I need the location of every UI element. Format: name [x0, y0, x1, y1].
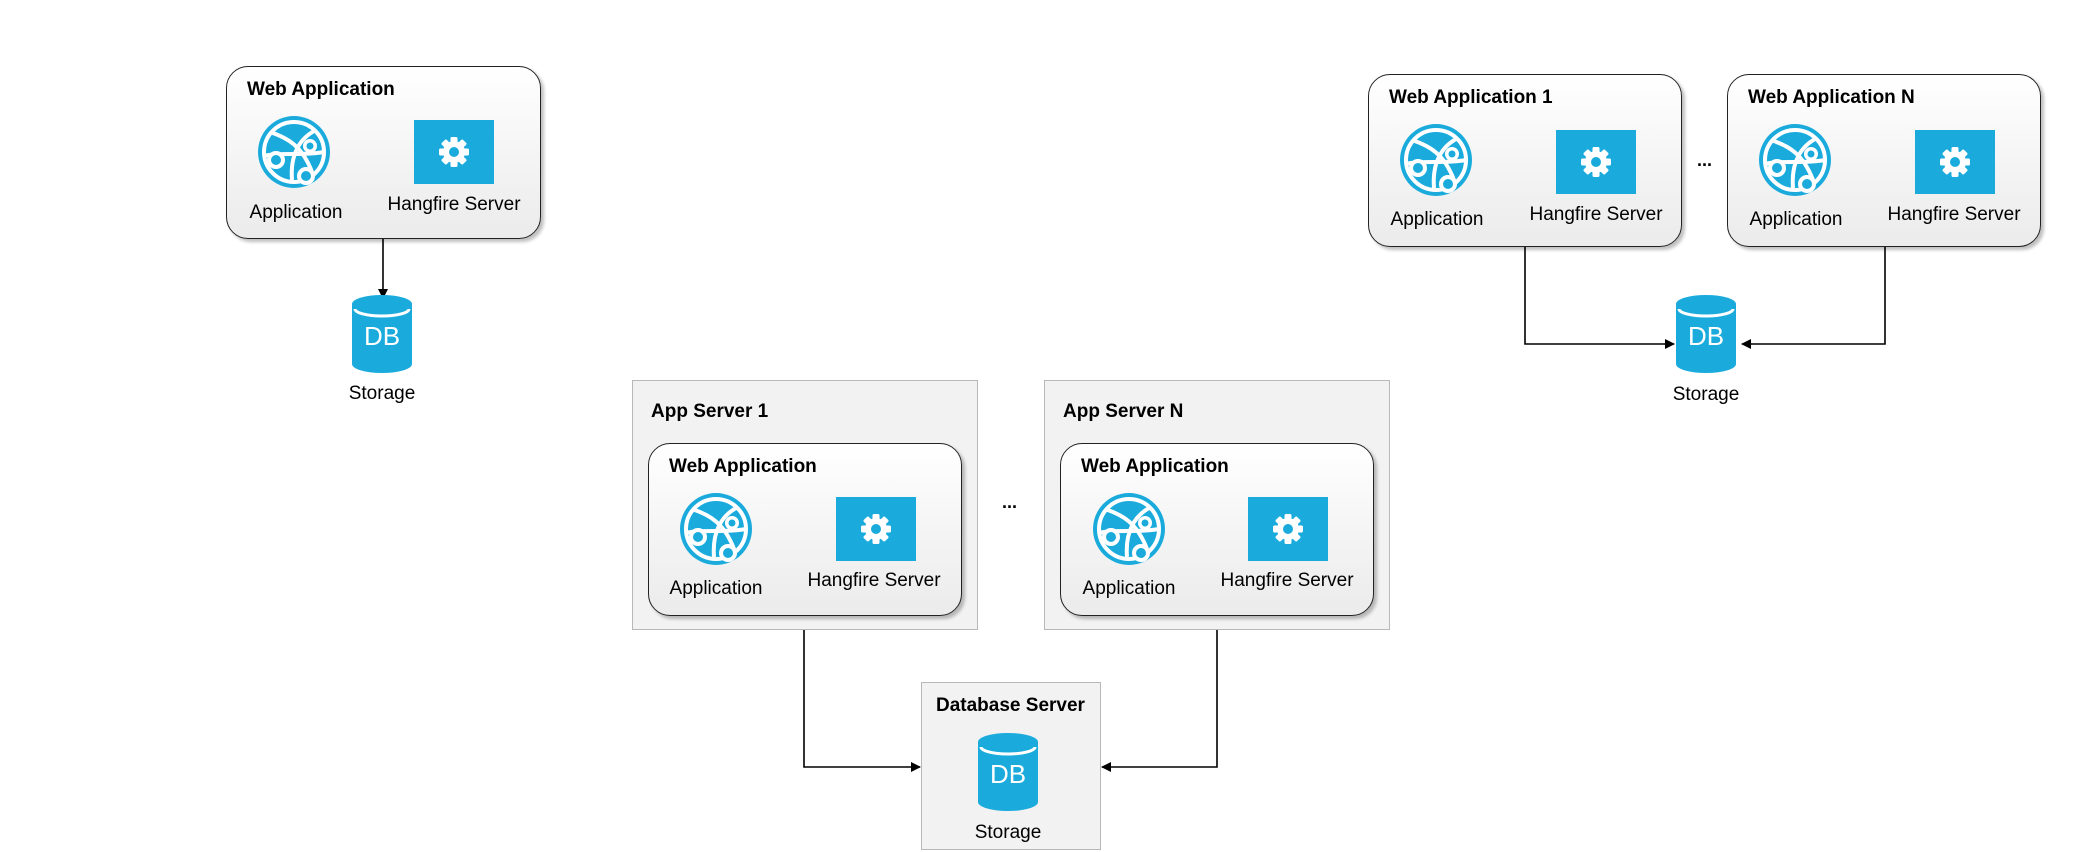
- app-server-n-title: App Server N: [1063, 401, 1184, 422]
- hangfire-server-label: Hangfire Server: [807, 570, 941, 591]
- db-icon-text: DB: [989, 759, 1027, 789]
- web-application-1-title: Web Application 1: [1389, 87, 1553, 108]
- web-application-title: Web Application: [247, 79, 395, 100]
- connector-appservern-to-dbserver: [1101, 630, 1218, 772]
- hangfire-server-label: Hangfire Server: [1220, 570, 1354, 591]
- storage-label: Storage: [974, 822, 1042, 843]
- application-label: Application: [669, 578, 763, 599]
- globe-icon: [676, 489, 756, 569]
- web-application-ellipsis: ...: [1697, 150, 1713, 170]
- application-label: Application: [249, 202, 343, 223]
- gear-icon: [1248, 497, 1328, 561]
- connector-webappn-to-storage: [1741, 247, 1886, 349]
- gear-icon: [414, 120, 494, 184]
- database-server-title: Database Server: [936, 695, 1085, 716]
- application-label: Application: [1749, 209, 1843, 230]
- application-label: Application: [1390, 209, 1484, 230]
- db-icon-text: DB: [1687, 321, 1725, 351]
- gear-icon: [1556, 130, 1636, 194]
- globe-icon: [1396, 120, 1476, 200]
- globe-icon: [1089, 489, 1169, 569]
- connector-appserver1-to-dbserver: [803, 630, 921, 772]
- db-icon-text: DB: [363, 321, 401, 351]
- globe-icon: [1755, 120, 1835, 200]
- globe-icon: [254, 112, 334, 192]
- storage-label: Storage: [348, 383, 416, 404]
- app-server-1-title: App Server 1: [651, 401, 769, 422]
- gear-icon: [836, 497, 916, 561]
- application-label: Application: [1082, 578, 1176, 599]
- hangfire-server-label: Hangfire Server: [1529, 204, 1663, 225]
- app-server-n-web-application-title: Web Application: [1081, 456, 1229, 477]
- connector-webapp1-to-storage: [1524, 247, 1675, 349]
- web-application-n-title: Web Application N: [1748, 87, 1915, 108]
- gear-icon: [1915, 130, 1995, 194]
- app-server-ellipsis: ...: [1002, 492, 1018, 512]
- storage-label: Storage: [1672, 384, 1740, 405]
- app-server-1-web-application-title: Web Application: [669, 456, 817, 477]
- hangfire-server-label: Hangfire Server: [1887, 204, 2021, 225]
- hangfire-server-label: Hangfire Server: [387, 194, 521, 215]
